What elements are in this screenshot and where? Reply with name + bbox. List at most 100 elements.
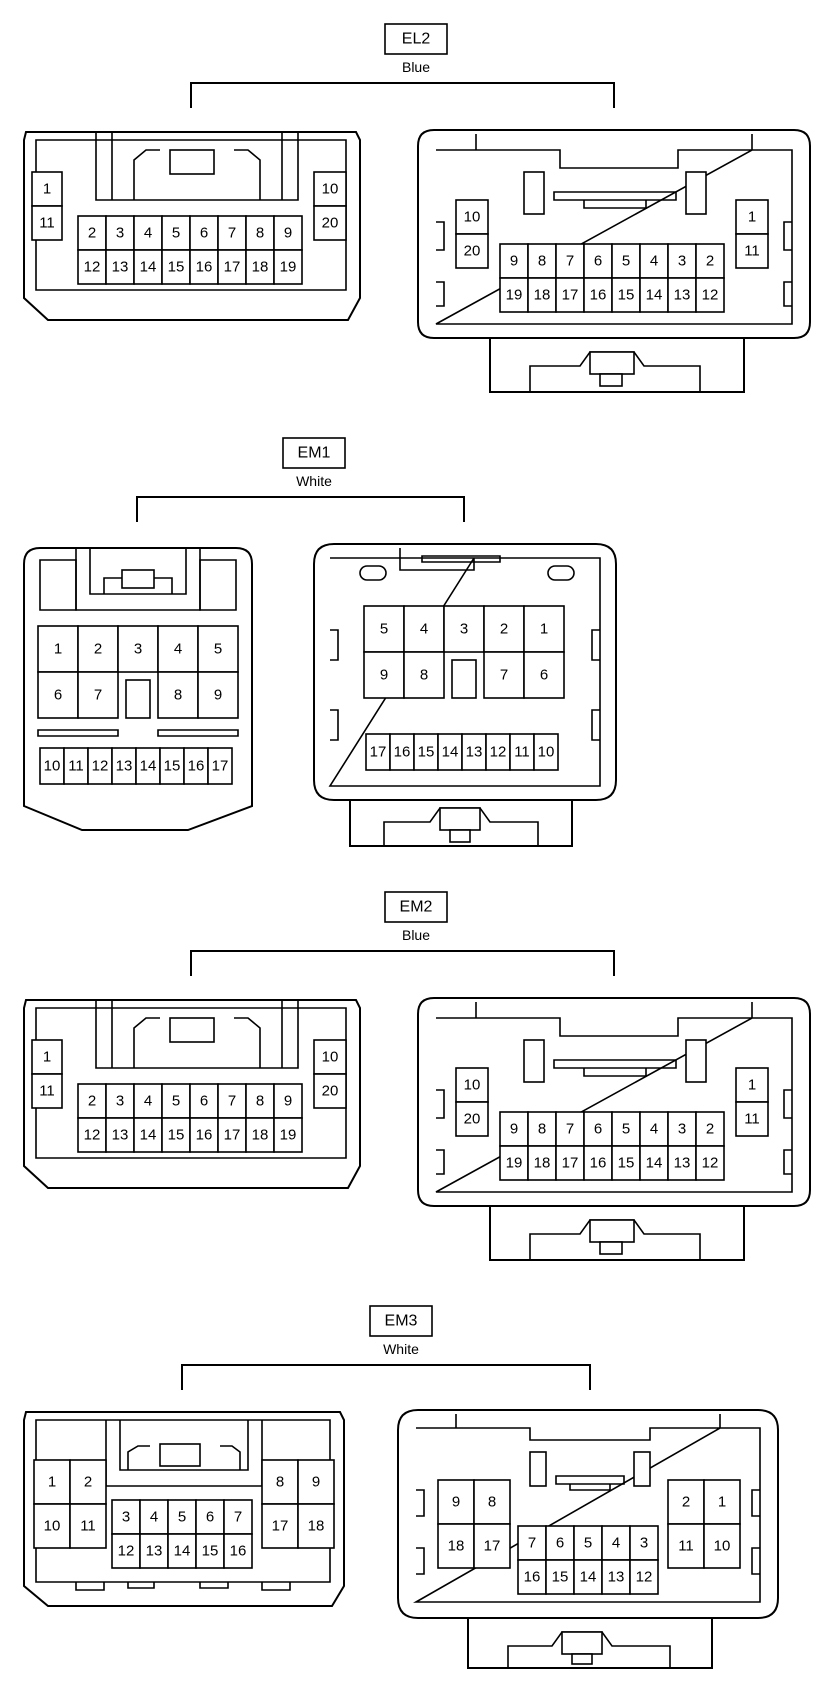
pin-number: 15 (168, 1127, 185, 1144)
pin-number: 16 (524, 1569, 541, 1586)
housing-outline (23, 1411, 345, 1607)
pin-grid-side-left: 10 20 (455, 1067, 489, 1137)
pin-number: 8 (488, 1494, 496, 1511)
pin-cell (273, 1117, 303, 1153)
pin-number: 6 (200, 225, 208, 242)
pin-number: 16 (196, 1127, 213, 1144)
guide-rib-right (685, 1039, 707, 1083)
pin-cell (455, 1067, 489, 1103)
pin-number: 9 (284, 1093, 292, 1110)
pin-number: 17 (484, 1538, 501, 1555)
pin-number: 13 (146, 1543, 163, 1560)
pin-number: 16 (394, 744, 411, 761)
housing-outline (23, 547, 253, 831)
retainer-bars (37, 729, 239, 737)
connector-id-label: EL2 (402, 31, 431, 48)
pin-cell (297, 1503, 335, 1549)
pin-number: 1 (43, 1049, 51, 1066)
pin-number: 18 (252, 259, 269, 276)
pin-number: 10 (44, 1518, 61, 1535)
pin-cell (245, 1117, 275, 1153)
pin-cell (735, 1067, 769, 1103)
pin-number: 2 (94, 641, 102, 658)
side-ribs (436, 221, 792, 307)
lock-tab-button (589, 1219, 635, 1243)
pin-number: 12 (84, 259, 101, 276)
pin-number: 17 (562, 287, 579, 304)
pin-cell (105, 1117, 135, 1153)
pin-number: 13 (466, 744, 483, 761)
pin-number: 10 (464, 1077, 481, 1094)
pin-number: 4 (150, 1509, 158, 1526)
side-ribs (416, 1489, 760, 1575)
pin-cell (167, 1499, 197, 1535)
guide-rib-left (523, 171, 545, 215)
pin-cell (77, 671, 119, 719)
pin-cell (473, 1479, 511, 1525)
pin-number: 12 (92, 758, 109, 775)
pin-number: 16 (188, 758, 205, 775)
pin-number: 11 (514, 744, 530, 761)
center-key (421, 555, 501, 563)
pin-cell (37, 625, 79, 673)
pin-number: 8 (538, 253, 546, 270)
pin-number: 15 (618, 287, 635, 304)
pin-cell (197, 671, 239, 719)
key-cavity (451, 659, 477, 699)
pin-number: 15 (164, 758, 181, 775)
pin-cell (703, 1523, 741, 1569)
pin-cell (87, 747, 113, 785)
pin-number: 17 (212, 758, 229, 775)
pin-number: 8 (538, 1121, 546, 1138)
lock-latch (159, 1443, 201, 1467)
pin-cell (629, 1525, 659, 1561)
pin-cell (517, 1559, 547, 1595)
pin-number: 14 (646, 287, 663, 304)
pin-cell (735, 1101, 769, 1137)
pin-number: 17 (370, 744, 387, 761)
pin-number: 11 (80, 1518, 96, 1535)
pin-cell (31, 205, 63, 241)
pin-number: 1 (43, 181, 51, 198)
pin-number: 9 (380, 667, 388, 684)
pin-cell (157, 671, 199, 719)
pin-number: 20 (464, 1111, 481, 1128)
lock-tab-button (439, 807, 481, 831)
pin-cell (573, 1525, 603, 1561)
pin-number: 7 (566, 253, 574, 270)
pin-number: 11 (744, 243, 760, 260)
pin-number: 6 (556, 1535, 564, 1552)
pin-cell (63, 747, 89, 785)
lock-latch-guides (103, 577, 173, 594)
pin-cell (667, 1479, 705, 1525)
lock-arm (95, 132, 299, 201)
pin-cell (189, 1117, 219, 1153)
lock-base (349, 800, 573, 847)
pin-number: 15 (202, 1543, 219, 1560)
pin-number: 1 (54, 641, 62, 658)
pin-cell (133, 1117, 163, 1153)
pin-cell (189, 249, 219, 285)
pin-number: 9 (510, 1121, 518, 1138)
pin-number: 17 (224, 1127, 241, 1144)
pin-number: 3 (134, 641, 142, 658)
pin-number: 10 (464, 209, 481, 226)
pin-number: 1 (48, 1474, 56, 1491)
pin-number: 4 (144, 1093, 152, 1110)
pin-number: 17 (562, 1155, 579, 1172)
pin-number: 5 (380, 621, 388, 638)
pin-cell (703, 1479, 741, 1525)
pin-cell (105, 215, 135, 251)
lock-base (489, 1206, 745, 1261)
pin-cell (105, 249, 135, 285)
pin-number: 5 (214, 641, 222, 658)
center-key (553, 191, 677, 209)
lock-latch-guides (133, 1017, 261, 1068)
connector-color-label: Blue (402, 927, 430, 943)
